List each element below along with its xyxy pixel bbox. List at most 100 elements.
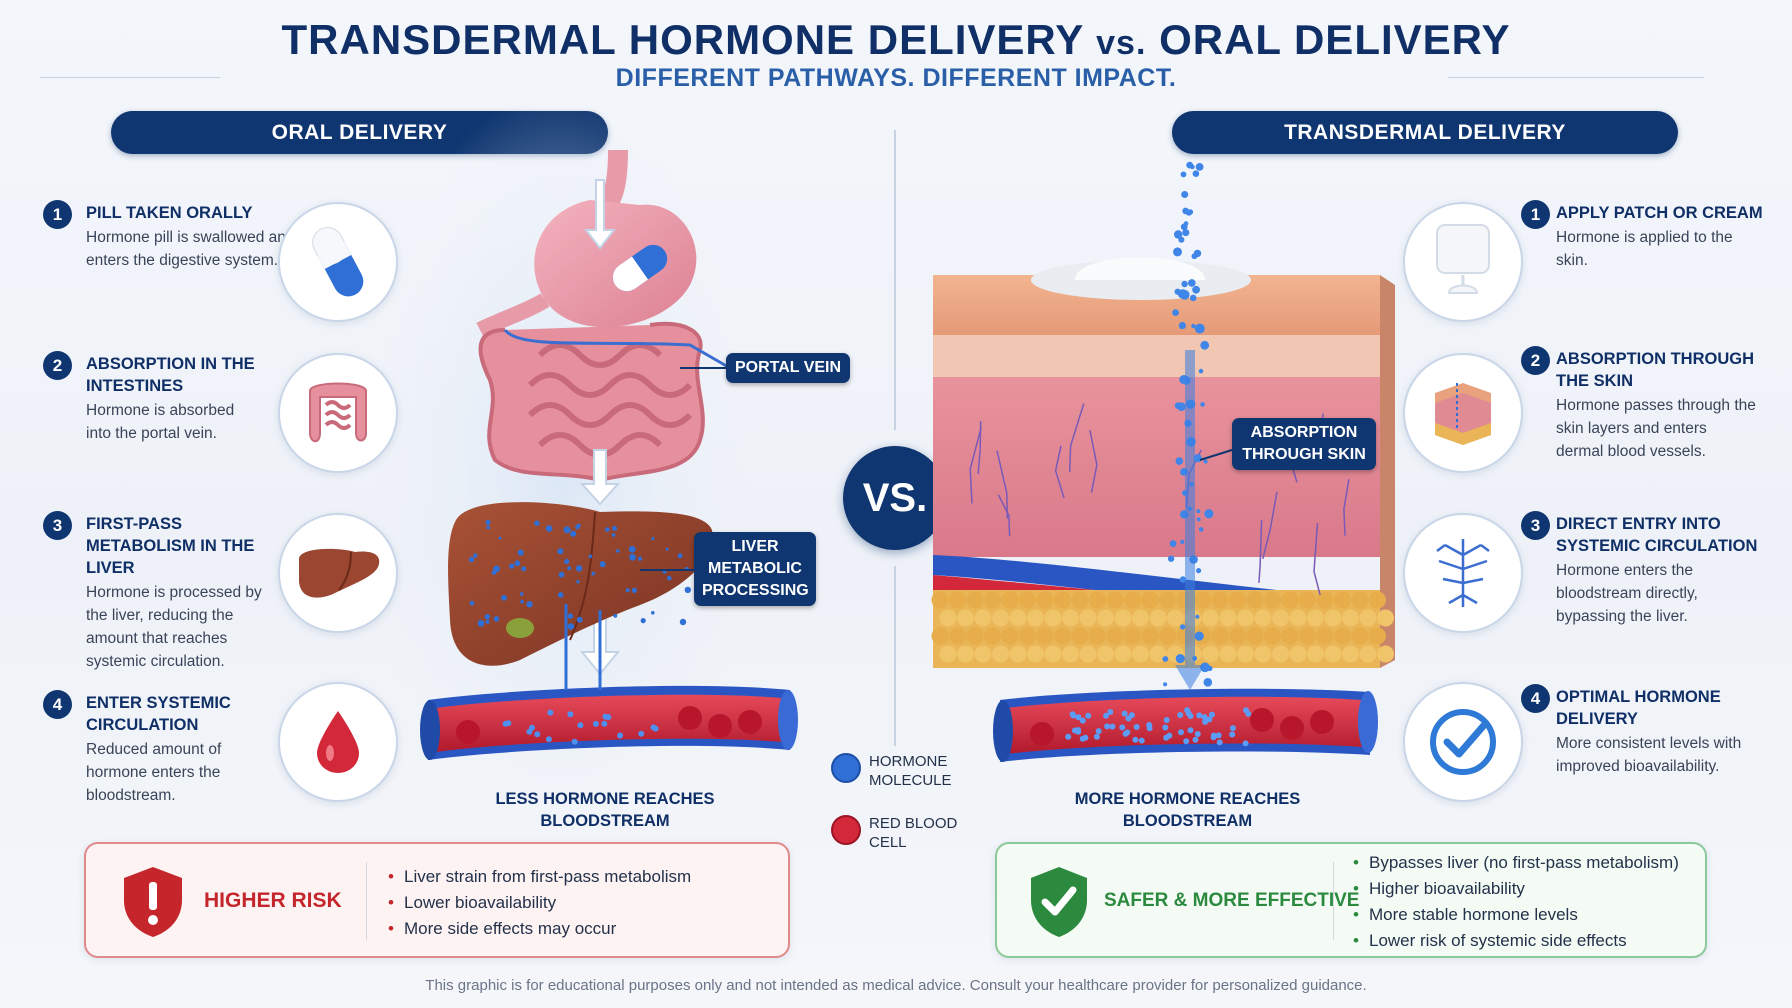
- page-title: TRANSDERMAL HORMONE DELIVERY vs. ORAL DE…: [0, 16, 1792, 64]
- fat-cell: [1027, 609, 1044, 627]
- fat-cell: [1316, 627, 1334, 645]
- hormone-molecule: [534, 731, 541, 738]
- portal-vein-callout: PORTAL VEIN: [726, 353, 850, 383]
- hormone-molecule: [1177, 712, 1184, 718]
- fat-layer-cells: [931, 591, 1394, 663]
- hormone-molecule: [1203, 459, 1208, 464]
- hormone-molecule: [1180, 290, 1190, 300]
- oral-step-3: 3 FIRST-PASS METABOLISM IN THE LIVER Hor…: [43, 511, 286, 673]
- hormone-molecule: [1180, 539, 1185, 545]
- hormone-molecule: [679, 618, 687, 626]
- capillary: [996, 450, 1009, 519]
- fat-cell: [974, 609, 992, 627]
- center-divider-top: [894, 130, 896, 430]
- hormone-molecule: [605, 714, 612, 721]
- fat-cell: [1001, 627, 1019, 645]
- hormone-molecule: [1193, 454, 1202, 463]
- hormone-molecule: [1075, 714, 1082, 721]
- fat-cell: [1229, 591, 1246, 609]
- fat-cell: [1281, 627, 1299, 645]
- fat-cell: [1079, 609, 1097, 627]
- hormone-molecule: [577, 722, 584, 729]
- hormone-molecule: [502, 720, 509, 727]
- step-description: Hormone is applied to the skin.: [1556, 229, 1733, 269]
- hormone-molecule: [521, 566, 527, 572]
- title-part-oral: ORAL DELIVERY: [1159, 16, 1511, 63]
- higher-risk-box: HIGHER RISK Liver strain from first-pass…: [84, 842, 790, 958]
- hormone-molecule: [485, 519, 491, 525]
- fat-cell: [992, 645, 1009, 663]
- hormone-molecule: [1181, 191, 1189, 198]
- hormone-molecule: [545, 736, 552, 743]
- capillary: [1262, 491, 1278, 559]
- fat-cell: [1009, 645, 1027, 663]
- pill-in-stomach: [612, 244, 668, 292]
- hormone-molecule: [1178, 729, 1184, 736]
- hormone-molecule: [1167, 555, 1175, 562]
- step-description: More consistent levels with improved bio…: [1556, 735, 1742, 775]
- hormone-molecule: [1196, 712, 1203, 719]
- hormone-molecule: [514, 560, 521, 567]
- fat-cell: [957, 609, 974, 627]
- skin-layers-icon: [1435, 383, 1491, 445]
- hormone-molecule: [486, 525, 491, 530]
- fat-cell: [1089, 591, 1106, 609]
- fat-cell: [1237, 609, 1254, 627]
- hormone-molecule: [1229, 725, 1236, 732]
- hormone-molecule: [1079, 717, 1086, 724]
- hormone-molecule: [1194, 323, 1205, 334]
- fat-cell: [1001, 591, 1019, 609]
- fat-cell: [1219, 645, 1237, 663]
- transdermal-step-4-icon-circle: [1403, 682, 1523, 802]
- fat-cell: [974, 645, 992, 663]
- step-description: Reduced amount of hormone enters the blo…: [86, 741, 222, 804]
- liver-hormone-dots: [468, 519, 691, 630]
- fat-cell: [1377, 609, 1394, 627]
- step-description: Hormone is absorbed into the portal vein…: [86, 402, 235, 442]
- hormone-molecule: [625, 588, 630, 593]
- hormone-molecule: [628, 545, 636, 553]
- fat-cell: [1027, 645, 1044, 663]
- hormone-molecule: [611, 533, 616, 537]
- fat-cell: [1202, 609, 1219, 627]
- step-number: 1: [1521, 200, 1550, 229]
- oral-result-label: LESS HORMONE REACHES BLOODSTREAM: [495, 790, 715, 830]
- hormone-molecule: [567, 623, 575, 630]
- hormone-molecule: [477, 619, 485, 627]
- hormone-molecule: [545, 525, 553, 532]
- hormone-molecule: [575, 524, 580, 530]
- blood-drop-icon: [317, 711, 359, 773]
- hormone-molecule: [1198, 527, 1204, 532]
- fat-cell: [1159, 591, 1176, 609]
- hormone-molecule: [631, 587, 638, 594]
- fat-cell: [1369, 591, 1386, 609]
- fat-cell: [939, 645, 957, 663]
- fat-cell: [1009, 609, 1027, 627]
- hormone-molecule: [526, 601, 533, 608]
- hormone-molecule: [1189, 294, 1197, 302]
- hormone-molecule: [1180, 171, 1187, 178]
- fat-cell: [1132, 609, 1149, 627]
- fat-cell: [1254, 609, 1272, 627]
- hormone-molecule: [1188, 279, 1196, 287]
- fat-cell: [1097, 609, 1114, 627]
- hormone-molecule: [1194, 731, 1201, 737]
- hormone-molecule: [501, 594, 507, 601]
- fat-cell: [1219, 609, 1237, 627]
- hormone-molecule: [1069, 711, 1076, 718]
- hormone-molecule: [1200, 340, 1210, 350]
- fat-cell: [1377, 645, 1394, 663]
- hormone-molecule: [1109, 723, 1116, 730]
- hormone-molecule: [567, 566, 572, 571]
- step-number: 2: [1521, 346, 1550, 375]
- oral-step-2-icon-circle: [278, 353, 398, 473]
- transdermal-step-4: 4 OPTIMAL HORMONE DELIVERY More consiste…: [1521, 684, 1746, 778]
- hormone-molecule: [1121, 710, 1128, 717]
- hormone-molecule: [612, 525, 618, 531]
- fat-cell: [1342, 645, 1359, 663]
- step-title: OPTIMAL HORMONE DELIVERY: [1556, 688, 1721, 728]
- red-blood-cell-icon: [831, 815, 861, 845]
- list-item: Liver strain from first-pass metabolism: [388, 864, 691, 890]
- fat-cell: [1334, 591, 1351, 609]
